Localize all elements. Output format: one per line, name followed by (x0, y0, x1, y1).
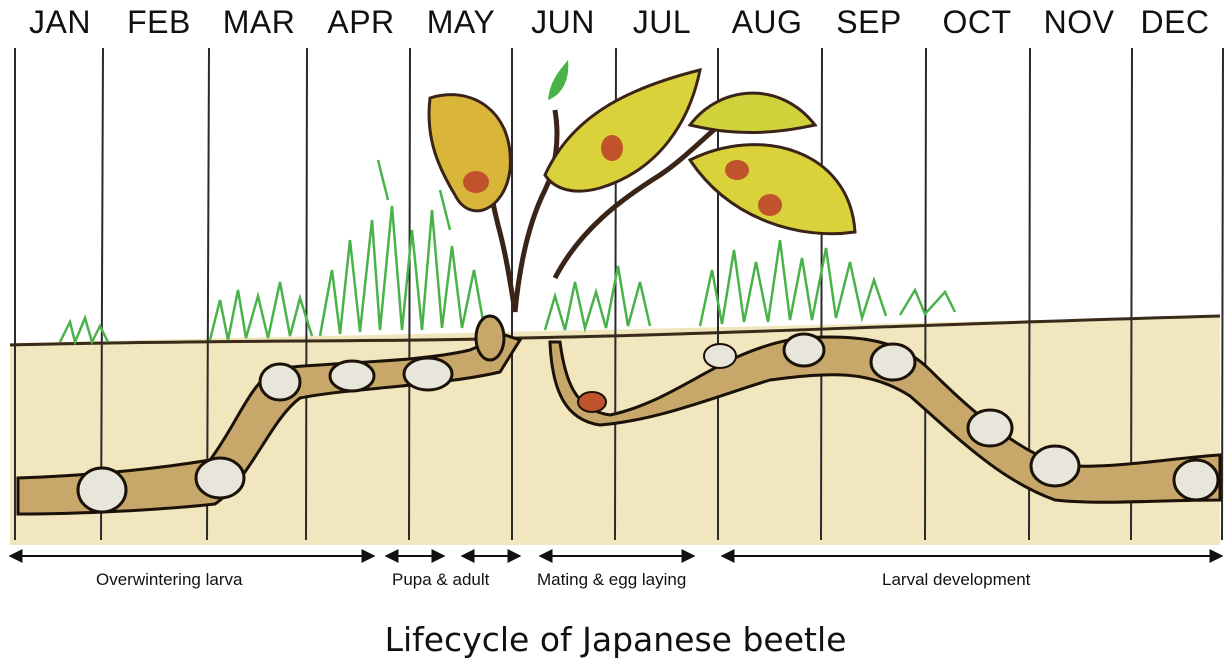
larva (1031, 446, 1079, 486)
larva (330, 361, 374, 391)
month-label-aug: AUG (722, 4, 812, 41)
month-label-may: MAY (416, 4, 506, 41)
month-divider (925, 48, 926, 540)
month-label-jan: JAN (15, 4, 105, 41)
beetle (725, 160, 749, 180)
leaf (690, 145, 855, 234)
month-label-jun: JUN (518, 4, 608, 41)
larva (78, 468, 126, 512)
month-divider (1222, 48, 1223, 540)
larva (968, 410, 1012, 446)
month-label-dec: DEC (1130, 4, 1220, 41)
larva (260, 364, 300, 400)
plant-stem (515, 110, 557, 312)
month-divider (821, 48, 822, 540)
larva (196, 458, 244, 498)
beetle (601, 135, 623, 161)
larva (784, 334, 824, 366)
month-label-apr: APR (316, 4, 406, 41)
month-divider (306, 48, 307, 540)
month-label-sep: SEP (824, 4, 914, 41)
phase-label-overwintering: Overwintering larva (96, 570, 242, 590)
phase-label-mating: Mating & egg laying (537, 570, 686, 590)
leaf (690, 93, 815, 132)
month-label-mar: MAR (214, 4, 304, 41)
larva (1174, 460, 1218, 500)
larva (871, 344, 915, 380)
pupa (476, 316, 504, 360)
month-label-jul: JUL (617, 4, 707, 41)
phase-label-pupa-adult: Pupa & adult (392, 570, 489, 590)
beetle (578, 392, 606, 412)
larva (404, 358, 452, 390)
month-label-oct: OCT (932, 4, 1022, 41)
leaf (545, 70, 700, 191)
month-divider (409, 48, 410, 540)
larva (704, 344, 736, 368)
leaf (548, 60, 568, 100)
beetle (463, 171, 489, 193)
phase-label-larval-development: Larval development (882, 570, 1030, 590)
month-label-feb: FEB (114, 4, 204, 41)
plant (429, 60, 855, 312)
diagram-title: Lifecycle of Japanese beetle (0, 620, 1231, 659)
month-label-nov: NOV (1034, 4, 1124, 41)
beetle (758, 194, 782, 216)
